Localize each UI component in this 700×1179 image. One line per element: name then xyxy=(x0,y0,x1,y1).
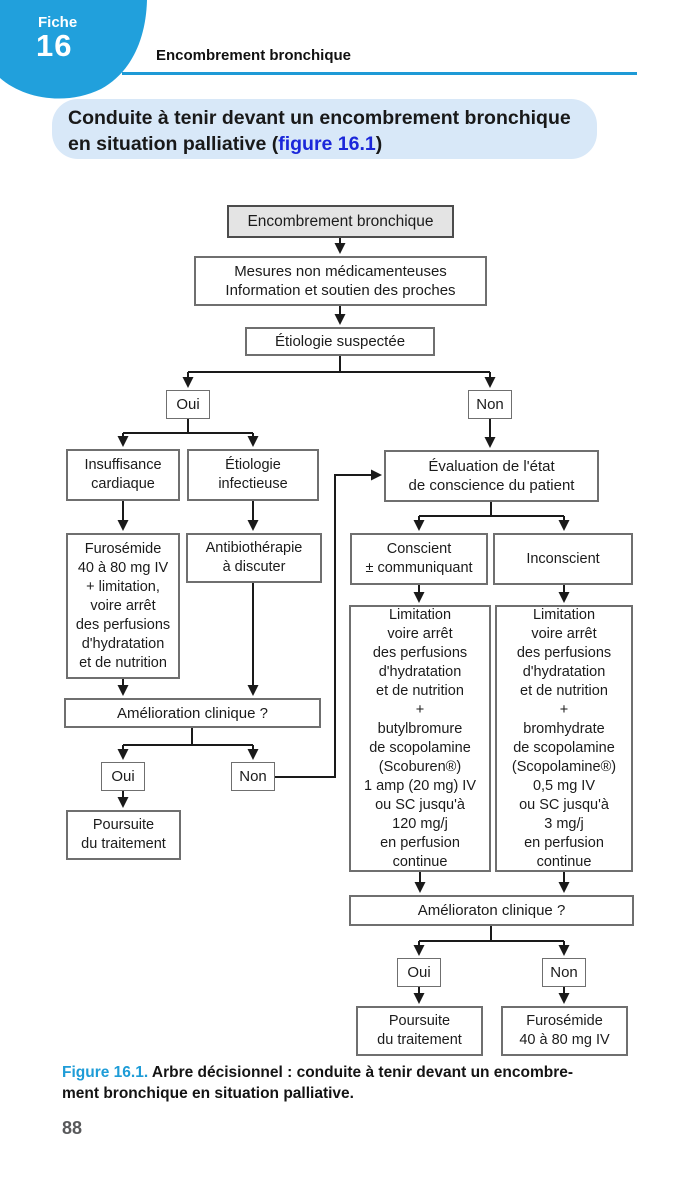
node-limitation-bromhydrate: Limitation voire arrêt des perfusions d'… xyxy=(495,605,633,872)
figure-caption: Figure 16.1. Arbre décisionnel : conduit… xyxy=(62,1062,652,1104)
node-encombrement-bronchique: Encombrement bronchique xyxy=(227,205,454,238)
banner-line2-prefix: en situation palliative ( xyxy=(68,133,279,155)
node-oui-amelioration-2: Oui xyxy=(397,958,441,987)
node-insuffisance-cardiaque: Insuffisance cardiaque xyxy=(66,449,180,501)
node-poursuite-traitement-1: Poursuite du traitement xyxy=(66,810,181,860)
figure-caption-line1: Arbre décisionnel : conduite à tenir dev… xyxy=(151,1064,574,1081)
node-conscient-communiquant: Conscient ± communiquant xyxy=(350,533,488,585)
node-amelioration-clinique-1: Amélioration clinique ? xyxy=(64,698,321,728)
node-amelioration-clinique-2: Amélioraton clinique ? xyxy=(349,895,634,926)
node-furosemide-final: Furosémide 40 à 80 mg IV xyxy=(501,1006,628,1056)
section-title-banner: Conduite à tenir devant un encombrement … xyxy=(52,99,597,159)
header-rule xyxy=(122,72,637,75)
node-evaluation-conscience: Évaluation de l'état de conscience du pa… xyxy=(384,450,599,502)
node-non-amelioration-1: Non xyxy=(231,762,275,791)
node-poursuite-traitement-2: Poursuite du traitement xyxy=(356,1006,483,1056)
page-number: 88 xyxy=(62,1118,83,1138)
banner-line2-suffix: ) xyxy=(375,133,383,155)
running-header-title: Encombrement bronchique xyxy=(156,47,352,64)
figure-caption-line2: ment bronchique en situation palliative. xyxy=(62,1085,354,1102)
node-etiologie-suspectee: Étiologie suspectée xyxy=(245,327,435,356)
node-furosemide-initial: Furosémide 40 à 80 mg IV + limitation, v… xyxy=(66,533,180,679)
banner-line1: Conduite à tenir devant un encombrement … xyxy=(68,107,571,129)
figure-reference-link[interactable]: figure 16.1 xyxy=(278,133,376,155)
node-non-etiologie: Non xyxy=(468,390,512,419)
node-oui-etiologie: Oui xyxy=(166,390,210,419)
fiche-badge-shape xyxy=(0,0,147,99)
node-etiologie-infectieuse: Étiologie infectieuse xyxy=(187,449,319,501)
fiche-badge-label: Fiche xyxy=(38,14,78,31)
fiche-badge-number: 16 xyxy=(36,28,73,63)
node-mesures-non-medicamenteuses: Mesures non médicamenteuses Information … xyxy=(194,256,487,306)
node-non-amelioration-2: Non xyxy=(542,958,586,987)
figure-caption-label: Figure 16.1. xyxy=(62,1064,149,1081)
node-antibiotherapie: Antibiothérapie à discuter xyxy=(186,533,322,583)
node-inconscient: Inconscient xyxy=(493,533,633,585)
node-limitation-butylbromure: Limitation voire arrêt des perfusions d'… xyxy=(349,605,491,872)
node-oui-amelioration-1: Oui xyxy=(101,762,145,791)
